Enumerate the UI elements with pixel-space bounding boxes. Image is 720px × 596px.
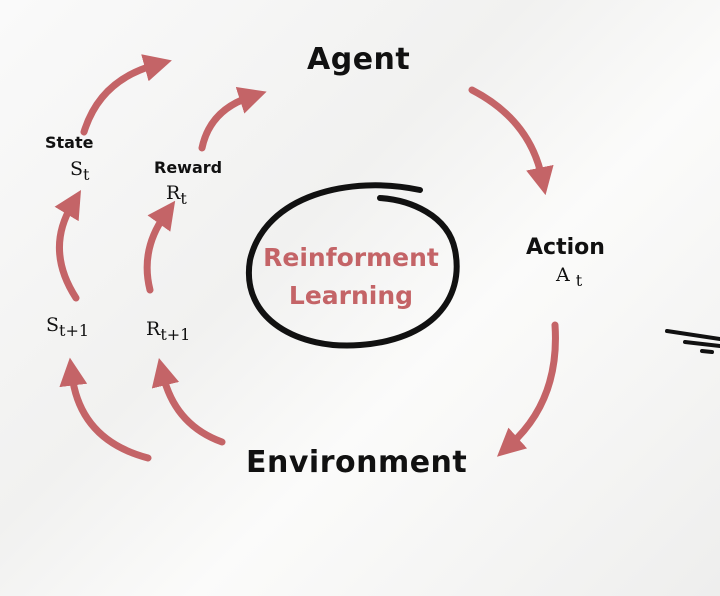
center-title-line2: Learning (288, 281, 414, 310)
state-symbol: St (70, 158, 90, 184)
arrow-agent-to-action (468, 86, 554, 196)
arrow-action-to-environment (496, 321, 559, 457)
action-symbol: A t (556, 264, 583, 290)
decor-lines (665, 329, 720, 354)
environment-label: Environment (246, 445, 468, 480)
hand-drawn-circle (245, 182, 460, 349)
reward-symbol: Rt (166, 182, 187, 208)
arrow-reward-to-agent (198, 86, 267, 152)
state-label: State (45, 133, 94, 152)
arrow-next-reward-to-reward (143, 200, 176, 294)
action-label: Action (526, 235, 605, 260)
reward-label: Reward (154, 158, 223, 177)
next-state-symbol: St+1 (46, 314, 90, 340)
arrow-env-to-next-state (59, 357, 152, 462)
arrow-env-to-next-reward (151, 357, 226, 446)
agent-label: Agent (307, 42, 411, 77)
center-title-line1: Reinforment (263, 243, 439, 272)
arrow-next-state-to-state (54, 189, 81, 302)
next-reward-symbol: Rt+1 (146, 318, 191, 344)
arrow-state-to-agent (80, 54, 172, 136)
